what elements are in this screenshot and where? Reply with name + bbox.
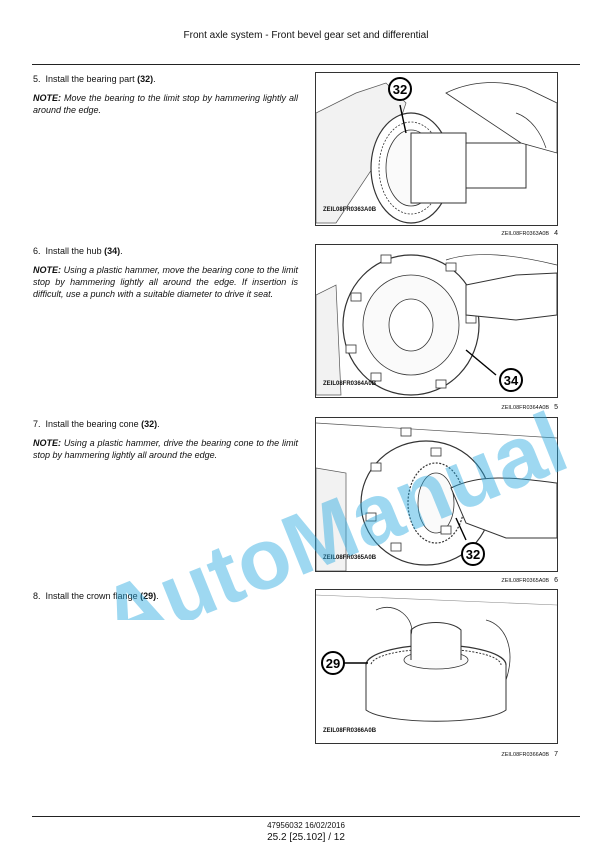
figure-6: 32	[315, 417, 558, 572]
step-note: NOTE: Move the bearing to the limit stop…	[33, 93, 298, 115]
step-title: 5. Install the bearing part (32).	[33, 74, 156, 84]
step-5: 5. Install the bearing part (32). NOTE: …	[33, 73, 298, 116]
figure-4: 32	[315, 72, 558, 226]
callout-34: 34	[504, 373, 519, 388]
step-title: 7. Install the bearing cone (32).	[33, 419, 160, 429]
doc-number: 47956032 16/02/2016	[267, 821, 345, 830]
footer-divider	[32, 816, 580, 817]
figure-7: 29	[315, 589, 558, 744]
figure-code: ZEIL08FR0366A0B	[323, 728, 377, 734]
figure-code: ZEIL08FR0364A0B	[323, 381, 377, 387]
step-title: 6. Install the hub (34).	[33, 246, 123, 256]
step-title: 8. Install the crown flange (29).	[33, 591, 159, 601]
callout-29: 29	[326, 656, 340, 671]
step-note: NOTE: Using a plastic hammer, drive the …	[33, 438, 298, 460]
callout-32: 32	[393, 82, 407, 97]
figure-code: ZEIL08FR0365A0B	[323, 555, 377, 561]
step-7: 7. Install the bearing cone (32). NOTE: …	[33, 418, 298, 461]
callout-32: 32	[466, 547, 480, 562]
header-divider	[32, 64, 580, 65]
step-8: 8. Install the crown flange (29).	[33, 590, 298, 609]
step-6: 6. Install the hub (34). NOTE: Using a p…	[33, 245, 298, 300]
page-number: 25.2 [25.102] / 12	[267, 832, 345, 843]
figure-5: 34	[315, 244, 558, 398]
figure-code: ZEIL08FR0363A0B	[323, 207, 377, 213]
step-note: NOTE: Using a plastic hammer, move the b…	[33, 265, 298, 299]
page-header: Front axle system - Front bevel gear set…	[183, 30, 429, 41]
